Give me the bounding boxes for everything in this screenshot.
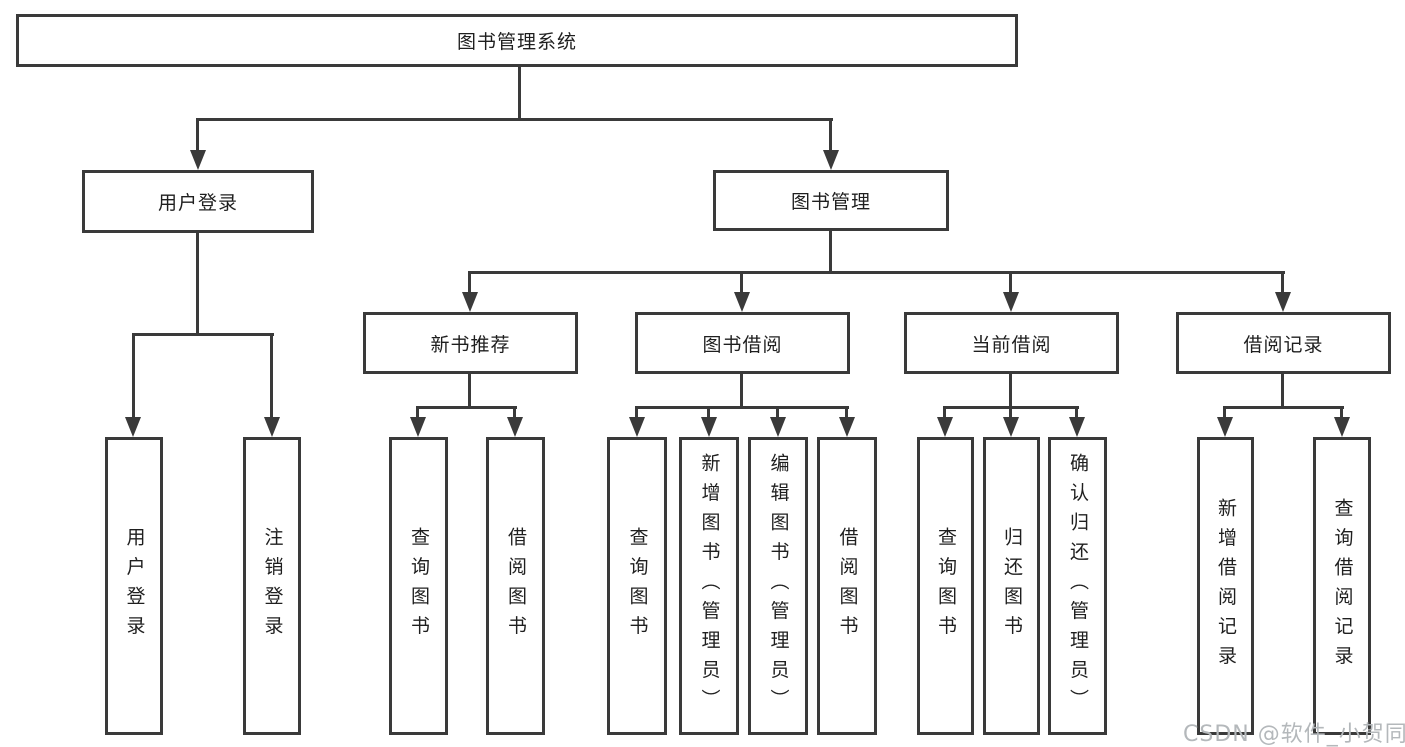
node-leaf-add-books-admin: 新增图书（管理员）: [679, 437, 739, 735]
connector-line: [518, 67, 521, 121]
node-leaf-add-borrow-record: 新增借阅记录: [1197, 437, 1254, 735]
node-label: 图书管理: [790, 191, 871, 213]
arrow-down-icon: [125, 417, 141, 437]
connector-line: [1009, 406, 1012, 420]
arrow-down-icon: [770, 417, 786, 437]
arrow-down-icon: [839, 417, 855, 437]
node-leaf-query-books: 查询图书: [607, 437, 667, 735]
arrow-down-icon: [1003, 292, 1019, 312]
node-label: 图书借阅: [702, 333, 783, 356]
node-label: 查询借阅记录: [1331, 497, 1354, 675]
connector-line: [635, 406, 638, 420]
node-label: 查询图书: [935, 527, 957, 645]
arrow-down-icon: [264, 417, 280, 437]
node-leaf-query-books: 查询图书: [389, 437, 448, 735]
arrow-down-icon: [1069, 417, 1085, 437]
node-label: 新增借阅记录: [1215, 497, 1237, 675]
node-label: 借阅图书: [505, 527, 527, 645]
arrow-down-icon: [462, 292, 478, 312]
connector-line: [196, 118, 833, 121]
node-label: 注销登录: [261, 527, 284, 645]
connector-line: [196, 118, 199, 154]
arrow-down-icon: [937, 417, 953, 437]
node-label: 编辑图书（管理员）: [767, 453, 790, 719]
node-leaf-borrow-books: 借阅图书: [486, 437, 545, 735]
node-new-book-recommend: 新书推荐: [363, 312, 578, 374]
node-label: 借阅图书: [836, 527, 859, 645]
node-leaf-query-books: 查询图书: [917, 437, 974, 735]
arrow-down-icon: [823, 150, 839, 170]
connector-line: [468, 374, 471, 408]
connector-line: [1223, 406, 1226, 420]
connector-line: [132, 333, 274, 336]
arrow-down-icon: [507, 417, 523, 437]
connector-line: [943, 406, 946, 420]
node-label: 借阅记录: [1243, 333, 1324, 356]
node-leaf-edit-books-admin: 编辑图书（管理员）: [748, 437, 808, 735]
connector-line: [468, 271, 471, 296]
connector-line: [829, 231, 832, 274]
connector-line: [1009, 271, 1012, 296]
arrow-down-icon: [1275, 292, 1291, 312]
node-leaf-user-login: 用户登录: [105, 437, 163, 735]
node-book-borrow: 图书借阅: [635, 312, 850, 374]
node-root-system: 图书管理系统: [16, 14, 1018, 67]
connector-line: [132, 333, 135, 419]
node-leaf-logout: 注销登录: [243, 437, 301, 735]
connector-line: [740, 374, 743, 408]
connector-line: [513, 406, 516, 420]
connector-line: [1281, 374, 1284, 408]
arrow-down-icon: [410, 417, 426, 437]
arrow-down-icon: [734, 292, 750, 312]
connector-line: [468, 271, 1285, 274]
connector-line: [1009, 374, 1012, 408]
node-user-login-group: 用户登录: [82, 170, 314, 233]
csdn-watermark: CSDN @软件_小贺同学: [1183, 722, 1405, 747]
connector-line: [196, 233, 199, 336]
node-borrow-record: 借阅记录: [1176, 312, 1391, 374]
node-current-borrow: 当前借阅: [904, 312, 1119, 374]
connector-line: [740, 271, 743, 296]
node-label: 用户登录: [157, 192, 238, 214]
arrow-down-icon: [1003, 417, 1019, 437]
node-leaf-confirm-return-admin: 确认归还（管理员）: [1048, 437, 1107, 735]
node-label: 图书管理系统: [456, 31, 577, 53]
connector-line: [1340, 406, 1343, 420]
node-leaf-query-borrow-record: 查询借阅记录: [1313, 437, 1371, 735]
connector-line: [416, 406, 517, 409]
node-label: 查询图书: [626, 527, 649, 645]
connector-line: [1223, 406, 1344, 409]
connector-line: [707, 406, 710, 420]
node-label: 查询图书: [408, 527, 430, 645]
arrow-down-icon: [701, 417, 717, 437]
node-label: 用户登录: [123, 527, 146, 645]
node-book-management: 图书管理: [713, 170, 949, 231]
arrow-down-icon: [1334, 417, 1350, 437]
connector-line: [1075, 406, 1078, 420]
node-label: 新书推荐: [430, 333, 511, 356]
node-label: 当前借阅: [971, 333, 1052, 356]
connector-line: [776, 406, 779, 420]
node-leaf-return-books: 归还图书: [983, 437, 1040, 735]
node-leaf-borrow-books: 借阅图书: [817, 437, 877, 735]
arrow-down-icon: [1217, 417, 1233, 437]
node-label: 确认归还（管理员）: [1067, 453, 1089, 719]
connector-line: [829, 118, 832, 154]
node-label: 新增图书（管理员）: [698, 453, 721, 719]
connector-line: [635, 406, 849, 409]
connector-line: [270, 333, 273, 419]
arrow-down-icon: [190, 150, 206, 170]
node-label: 归还图书: [1001, 527, 1023, 645]
arrow-down-icon: [629, 417, 645, 437]
connector-line: [1281, 271, 1284, 296]
connector-line: [845, 406, 848, 420]
connector-line: [416, 406, 419, 420]
